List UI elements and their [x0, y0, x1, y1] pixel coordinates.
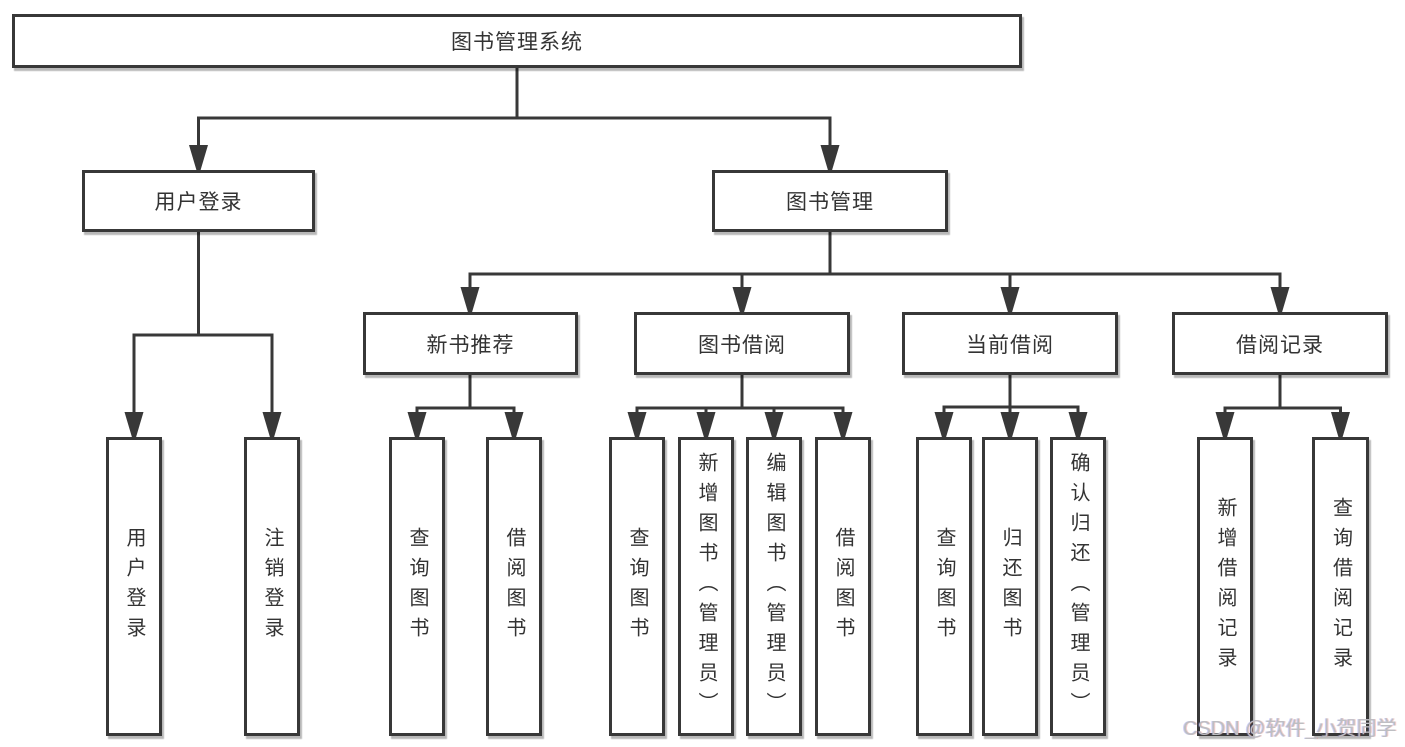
leaf-query-books-current: 查询图书 — [916, 437, 972, 736]
node-new-book-recommendation: 新书推荐 — [363, 312, 578, 375]
leaf-add-book-admin-label: 新增图书（管理员） — [695, 451, 717, 722]
leaf-user-login-label: 用户登录 — [123, 526, 145, 647]
node-user-login: 用户登录 — [82, 170, 315, 232]
node-book-borrowing-label: 图书借阅 — [698, 333, 786, 357]
leaf-borrow-books: 借阅图书 — [815, 437, 871, 736]
leaf-confirm-return-admin-label: 确认归还（管理员） — [1067, 451, 1089, 722]
leaf-return-book: 归还图书 — [982, 437, 1038, 736]
node-library-management-system: 图书管理系统 — [12, 14, 1022, 68]
leaf-logout-label: 注销登录 — [261, 526, 283, 647]
leaf-query-books-recommend: 查询图书 — [389, 437, 445, 736]
leaf-query-books-recommend-label: 查询图书 — [406, 526, 428, 647]
leaf-borrow-books-recommend-label: 借阅图书 — [503, 526, 525, 647]
node-library-management-system-label: 图书管理系统 — [451, 31, 583, 54]
leaf-query-books-borrow: 查询图书 — [609, 437, 665, 736]
leaf-query-books-borrow-label: 查询图书 — [626, 526, 648, 647]
node-user-login-label: 用户登录 — [154, 191, 243, 214]
leaf-query-books-current-label: 查询图书 — [933, 526, 955, 647]
leaf-edit-book-admin-label: 编辑图书（管理员） — [763, 451, 785, 722]
leaf-borrow-books-label: 借阅图书 — [832, 526, 854, 647]
node-book-borrowing: 图书借阅 — [634, 312, 850, 375]
leaf-user-login: 用户登录 — [106, 437, 162, 736]
node-current-borrowing: 当前借阅 — [902, 312, 1118, 375]
node-current-borrowing-label: 当前借阅 — [966, 333, 1054, 357]
leaf-add-borrow-record-label: 新增借阅记录 — [1214, 496, 1236, 677]
node-borrowing-records-label: 借阅记录 — [1236, 333, 1324, 357]
csdn-watermark: CSDN @软件_小贺同学 — [1183, 718, 1397, 740]
leaf-logout: 注销登录 — [244, 437, 300, 736]
leaf-query-borrow-record: 查询借阅记录 — [1312, 437, 1369, 736]
leaf-query-borrow-record-label: 查询借阅记录 — [1329, 496, 1352, 677]
leaf-add-borrow-record: 新增借阅记录 — [1197, 437, 1253, 736]
node-borrowing-records: 借阅记录 — [1172, 312, 1388, 375]
node-book-management-label: 图书管理 — [786, 191, 874, 214]
node-new-book-recommendation-label: 新书推荐 — [426, 333, 515, 357]
leaf-confirm-return-admin: 确认归还（管理员） — [1050, 437, 1106, 736]
leaf-add-book-admin: 新增图书（管理员） — [678, 437, 734, 736]
leaf-borrow-books-recommend: 借阅图书 — [486, 437, 542, 736]
node-book-management: 图书管理 — [712, 170, 948, 232]
leaf-return-book-label: 归还图书 — [999, 526, 1021, 647]
leaf-edit-book-admin: 编辑图书（管理员） — [746, 437, 802, 736]
